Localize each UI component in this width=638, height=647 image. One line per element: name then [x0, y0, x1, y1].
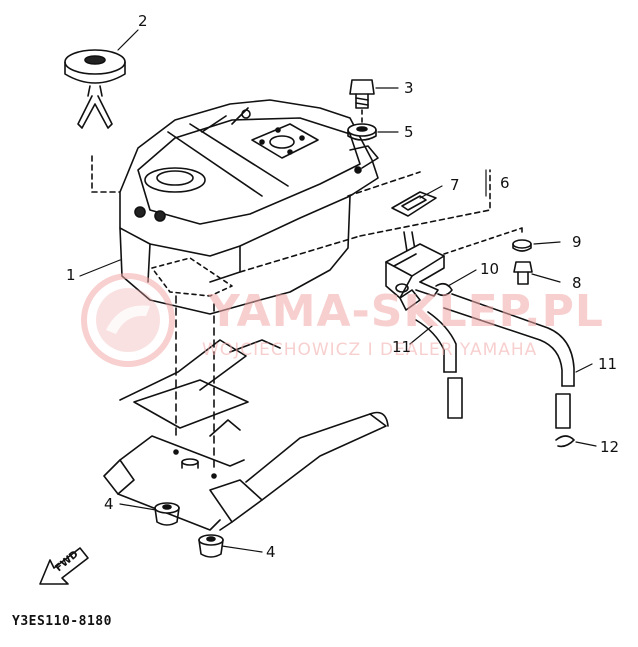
callout-bolt-3: 3: [404, 79, 414, 97]
callout-bolt-8: 8: [572, 274, 582, 292]
callout-clip-upper: 10: [480, 260, 500, 278]
frame-drawing: [103, 339, 389, 531]
washer-9-drawing: [512, 239, 532, 252]
callout-rubber-nut-rear: 4: [266, 543, 276, 561]
callout-clip-lower: 12: [600, 438, 620, 456]
callout-damper: 5: [404, 123, 414, 141]
callout-vacuum-hose: 11: [392, 338, 412, 356]
fuel-cock-drawing: [385, 231, 445, 311]
callout-gasket: 7: [450, 176, 460, 194]
bolt-8-drawing: [513, 261, 533, 285]
hose-drawing: [443, 293, 575, 429]
tank-cap-drawing: [64, 49, 126, 129]
fuel-tank-drawing: [119, 99, 379, 315]
part-code: Y3ES110-8180: [12, 614, 112, 629]
leader-lines: [79, 29, 597, 553]
gasket-7-drawing: [391, 191, 437, 217]
fwd-arrow-icon: [39, 547, 89, 585]
callout-rubber-nut-front: 4: [104, 495, 114, 513]
bolt-3-drawing: [349, 79, 375, 131]
callout-fuel-tank: 1: [66, 266, 76, 284]
rubber-nut-rear-drawing: [198, 534, 224, 558]
callout-fuel-cock: 6: [500, 174, 510, 192]
callout-hose: 11: [598, 355, 618, 373]
callout-tank-cap: 2: [138, 12, 148, 30]
clip-upper-drawing: [435, 282, 453, 297]
vacuum-hose-drawing: [415, 311, 463, 419]
damper-5-drawing: [347, 123, 377, 141]
clip-lower-drawing: [555, 435, 575, 448]
callout-washer: 9: [572, 233, 582, 251]
rubber-nut-front-drawing: [154, 502, 180, 526]
